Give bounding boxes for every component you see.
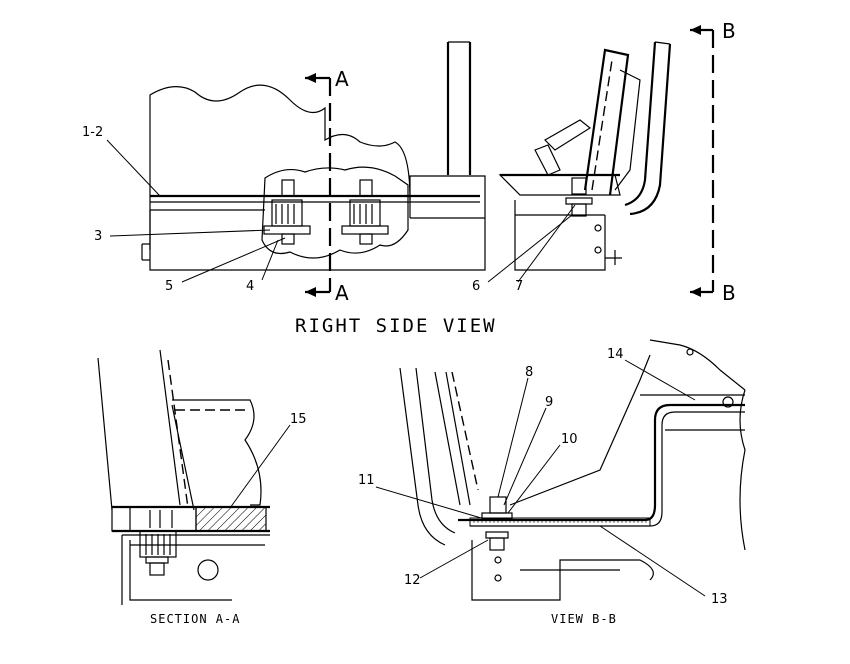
- right-side-view: [141, 41, 486, 297]
- callout-1-2: 1-2: [82, 125, 103, 140]
- callout-6: 6: [472, 279, 480, 294]
- callout-11: 11: [358, 473, 375, 488]
- view-b-b: [399, 339, 746, 601]
- callout-7: 7: [515, 279, 523, 294]
- section-a-a: [97, 349, 270, 605]
- section-a-a-title: SECTION A-A: [150, 612, 240, 626]
- callout-5: 5: [165, 279, 173, 294]
- callout-3: 3: [94, 229, 102, 244]
- section-letters: A A B B: [335, 19, 736, 305]
- section-marker-a-top: A: [335, 67, 349, 91]
- callout-4: 4: [246, 279, 254, 294]
- callout-13: 13: [711, 592, 728, 607]
- view-titles: RIGHT SIDE VIEW SECTION A-A VIEW B-B: [150, 315, 617, 626]
- section-marker-b-top: B: [722, 19, 736, 43]
- callout-12: 12: [404, 573, 421, 588]
- callout-14: 14: [607, 347, 624, 362]
- section-marker-a-bottom: A: [335, 281, 349, 305]
- section-marker-b-bottom: B: [722, 281, 736, 305]
- callout-15: 15: [290, 412, 307, 427]
- leader-lines: [106, 139, 706, 597]
- callout-9: 9: [545, 395, 553, 410]
- callout-8: 8: [525, 365, 533, 380]
- callout-10: 10: [561, 432, 578, 447]
- right-side-view-step: [498, 25, 715, 297]
- view-b-b-title: VIEW B-B: [551, 612, 617, 626]
- callouts: 1-2 3 5 4 6 7 15 8 9 10 11 12 13 14: [82, 125, 728, 607]
- right-side-view-title: RIGHT SIDE VIEW: [295, 315, 497, 337]
